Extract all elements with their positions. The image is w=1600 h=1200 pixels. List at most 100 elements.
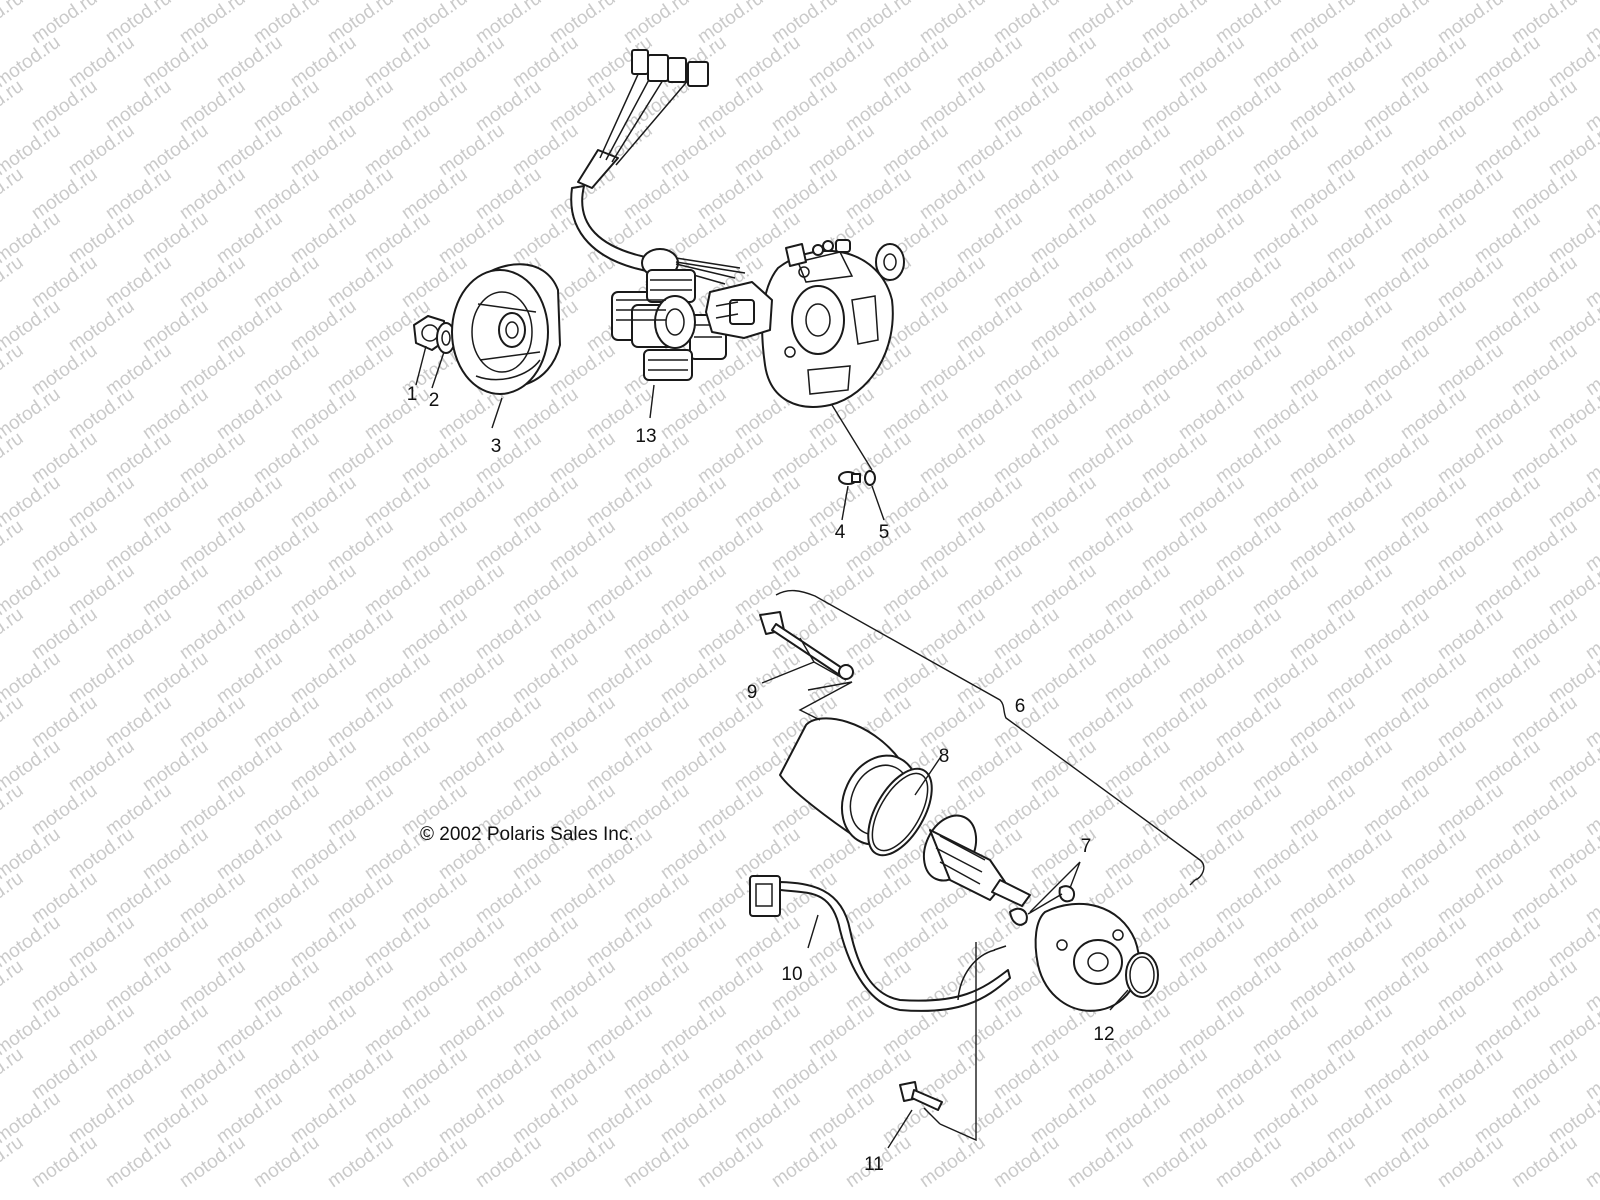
watermark-text: motod.ru — [1175, 736, 1248, 796]
watermark-text: motod.ru — [176, 428, 249, 488]
watermark-text: motod.ru — [509, 384, 582, 444]
watermark-text: motod.ru — [879, 648, 952, 708]
watermark-text: motod.ru — [28, 428, 101, 488]
callout-5: 5 — [879, 522, 890, 543]
watermark-text: motod.ru — [620, 164, 693, 224]
watermark-text: motod.ru — [1286, 692, 1359, 752]
watermark-text: motod.ru — [1434, 868, 1507, 928]
watermark-text: motod.ru — [139, 208, 212, 268]
watermark-text: motod.ru — [361, 1088, 434, 1148]
watermark-text: motod.ru — [0, 516, 27, 576]
watermark-text: motod.ru — [65, 824, 138, 884]
watermark-text: motod.ru — [1101, 32, 1174, 92]
watermark-text: motod.ru — [1249, 472, 1322, 532]
watermark-text: motod.ru — [435, 472, 508, 532]
watermark-text: motod.ru — [879, 912, 952, 972]
watermark-text: motod.ru — [1471, 912, 1544, 972]
watermark-text: motod.ru — [398, 956, 471, 1016]
watermark-text: motod.ru — [546, 1132, 619, 1192]
watermark-text: motod.ru — [1027, 736, 1100, 796]
watermark-text: motod.ru — [102, 252, 175, 312]
watermark-text: motod.ru — [1027, 296, 1100, 356]
watermark-text: motod.ru — [250, 780, 323, 840]
watermark-text: motod.ru — [1323, 912, 1396, 972]
watermark-text: motod.ru — [509, 120, 582, 180]
watermark-text: motod.ru — [1249, 208, 1322, 268]
watermark-text: motod.ru — [0, 1132, 27, 1192]
watermark-text: motod.ru — [398, 868, 471, 928]
watermark-text: motod.ru — [694, 956, 767, 1016]
watermark-text: motod.ru — [1027, 384, 1100, 444]
watermark-text: motod.ru — [620, 868, 693, 928]
watermark-text: motod.ru — [1286, 604, 1359, 664]
watermark-text: motod.ru — [65, 472, 138, 532]
watermark-text: motod.ru — [509, 472, 582, 532]
callout-13: 13 — [635, 426, 656, 447]
watermark-text: motod.ru — [1064, 1044, 1137, 1104]
watermark-text: motod.ru — [1397, 120, 1470, 180]
watermark-text: motod.ru — [65, 648, 138, 708]
watermark-text: motod.ru — [916, 76, 989, 136]
watermark-text: motod.ru — [361, 648, 434, 708]
watermark-text: motod.ru — [1249, 384, 1322, 444]
watermark-text: motod.ru — [1101, 560, 1174, 620]
watermark-text: motod.ru — [28, 1132, 101, 1192]
watermark-text: motod.ru — [0, 1044, 27, 1104]
watermark-text: motod.ru — [102, 604, 175, 664]
watermark-text: motod.ru — [620, 1044, 693, 1104]
watermark-text: motod.ru — [1471, 384, 1544, 444]
watermark-text: motod.ru — [287, 208, 360, 268]
watermark-text: motod.ru — [398, 692, 471, 752]
watermark-text: motod.ru — [1175, 472, 1248, 532]
watermark-text: motod.ru — [916, 252, 989, 312]
watermark-text: motod.ru — [139, 32, 212, 92]
watermark-text: motod.ru — [1138, 1132, 1211, 1192]
watermark-text: motod.ru — [583, 736, 656, 796]
watermark-text: motod.ru — [768, 1044, 841, 1104]
watermark-text: motod.ru — [1064, 516, 1137, 576]
watermark-text: motod.ru — [1212, 1132, 1285, 1192]
watermark-text: motod.ru — [1397, 472, 1470, 532]
watermark-text: motod.ru — [0, 428, 27, 488]
watermark-text: motod.ru — [1064, 604, 1137, 664]
watermark-text: motod.ru — [1434, 516, 1507, 576]
watermark-text: motod.ru — [324, 516, 397, 576]
watermark-text: motod.ru — [176, 340, 249, 400]
watermark-text: motod.ru — [1508, 76, 1581, 136]
watermark-text: motod.ru — [398, 164, 471, 224]
watermark-text: motod.ru — [472, 164, 545, 224]
watermark-text: motod.ru — [102, 428, 175, 488]
watermark-text: motod.ru — [65, 736, 138, 796]
watermark-text: motod.ru — [1508, 692, 1581, 752]
watermark-text: motod.ru — [435, 736, 508, 796]
watermark-text: motod.ru — [1508, 252, 1581, 312]
watermark-text: motod.ru — [805, 120, 878, 180]
watermark-text: motod.ru — [1175, 1000, 1248, 1060]
watermark-text: motod.ru — [1360, 164, 1433, 224]
watermark-text: motod.ru — [1138, 340, 1211, 400]
watermark-text: motod.ru — [842, 76, 915, 136]
watermark-text: motod.ru — [0, 164, 27, 224]
watermark-text: motod.ru — [0, 692, 27, 752]
watermark-text: motod.ru — [1249, 1088, 1322, 1148]
watermark-text: motod.ru — [176, 780, 249, 840]
watermark-text: motod.ru — [1360, 780, 1433, 840]
watermark-text: motod.ru — [361, 1000, 434, 1060]
watermark-text: motod.ru — [1249, 736, 1322, 796]
watermark-text: motod.ru — [213, 824, 286, 884]
watermark-text: motod.ru — [953, 1000, 1026, 1060]
watermark-text: motod.ru — [509, 1000, 582, 1060]
watermark-text: motod.ru — [1064, 164, 1137, 224]
watermark-text: motod.ru — [361, 120, 434, 180]
watermark-text: motod.ru — [953, 384, 1026, 444]
callout-6: 6 — [1015, 696, 1026, 717]
watermark-text: motod.ru — [102, 868, 175, 928]
watermark-text: motod.ru — [472, 604, 545, 664]
watermark-text: motod.ru — [731, 1000, 804, 1060]
oil-seal — [875, 243, 905, 281]
watermark-text: motod.ru — [546, 604, 619, 664]
watermark-text: motod.ru — [1286, 868, 1359, 928]
watermark-text: motod.ru — [583, 560, 656, 620]
watermark-text: motod.ru — [213, 648, 286, 708]
watermark-text: motod.ru — [805, 32, 878, 92]
